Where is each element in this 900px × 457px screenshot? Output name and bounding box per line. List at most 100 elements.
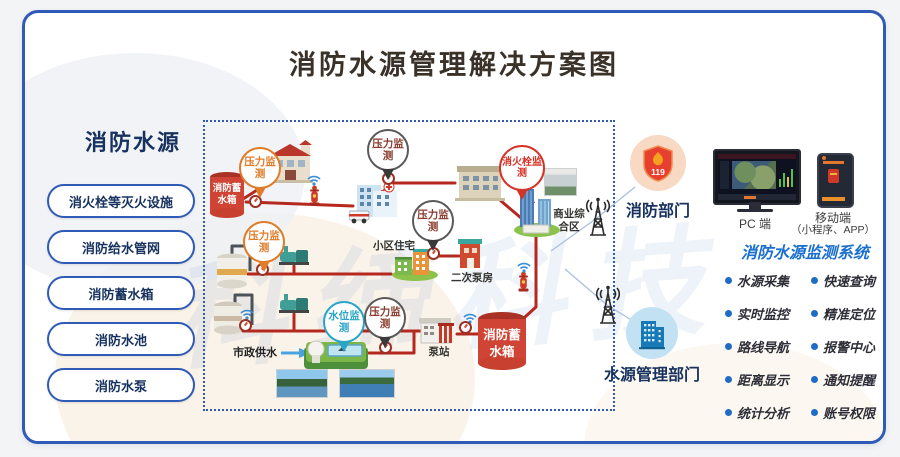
pc-monitor-base	[737, 209, 773, 212]
hospital-building	[348, 179, 401, 230]
water-dept-label: 水源管理部门	[603, 367, 700, 384]
pump-station-building	[419, 313, 457, 350]
pc-label: PC 端	[738, 217, 771, 231]
page-title: 消防水源管理解决方案图	[289, 50, 619, 80]
feature-item: 统计分析	[725, 403, 811, 422]
bullet-icon	[811, 376, 818, 383]
feature-item: 距离显示	[725, 370, 811, 389]
tank-cylinder-icon	[478, 312, 526, 370]
pressure-monitor-bubble: 压力监测	[239, 147, 281, 198]
pump-station-label: 泵站	[428, 346, 450, 358]
pressure-monitor-bubble: 压力监测	[243, 221, 285, 272]
app-logo-icon	[822, 156, 826, 160]
tank-small-label: 消防蓄水箱	[212, 183, 242, 206]
fire-water-tank-small: 消防蓄水箱	[209, 171, 245, 219]
feature-list: 水源采集 快速查询 实时监控 精准定位 路线导航 报警中心 距离显示 通知提醒 …	[725, 271, 883, 422]
sidebar-item-hydrant-facilities: 消火栓等灭火设施	[47, 184, 195, 218]
hospital-icon	[348, 181, 397, 224]
residential-icon	[392, 249, 438, 281]
fire-dept-label: 消防部门	[625, 203, 690, 220]
mobile-sublabel: （小程序、APP）	[790, 224, 875, 236]
municipal-supply-label: 市政供水	[233, 347, 277, 359]
sidebar-item-fire-pool: 消防水池	[47, 322, 195, 356]
sidebar-item-water-pipe-network: 消防给水管网	[47, 230, 195, 264]
map-view	[732, 161, 776, 189]
bubble-pointer	[427, 240, 439, 251]
pc-monitor	[713, 149, 801, 205]
office-building	[453, 161, 507, 208]
bubble-pointer	[382, 169, 394, 180]
bullet-icon	[725, 376, 732, 383]
water-dept-badge	[626, 307, 678, 359]
app-button-bar	[822, 197, 845, 201]
poster-card: 科缔科技 消防水源管理解决方案图 消防水源 消火栓等灭火设施 消防给水管网 消防…	[22, 10, 886, 444]
fire-pump	[278, 294, 310, 319]
bullet-icon	[725, 277, 732, 284]
feature-item: 路线导航	[725, 337, 811, 356]
pressure-gauge-icon	[459, 321, 472, 334]
secondary-pump-room-building	[455, 238, 485, 275]
fire-water-tank-large: 消防蓄水箱	[477, 311, 527, 371]
feature-item: 通知提醒	[811, 370, 883, 389]
diagram-frame	[203, 120, 615, 411]
bullet-icon	[811, 343, 818, 350]
bullet-icon	[725, 343, 732, 350]
wifi-signal-icon	[306, 173, 322, 191]
shield-119-icon: 119	[643, 145, 673, 182]
bubble-pointer	[516, 189, 528, 200]
pump-icon	[279, 246, 309, 265]
reservoir-photo	[339, 369, 395, 398]
feature-item: 水源采集	[725, 271, 811, 290]
fire-dept-badge: 119	[630, 135, 686, 191]
pump-station-icon	[419, 318, 454, 344]
office-building-icon	[455, 166, 505, 201]
app-title-bar	[823, 161, 844, 164]
pressure-gauge-icon	[239, 319, 252, 332]
bullet-icon	[725, 310, 732, 317]
screen-footer	[718, 194, 796, 200]
svg-text:119: 119	[651, 167, 665, 177]
bubble-pointer	[254, 187, 266, 198]
hydrant-monitor-bubble: 消火栓监测	[499, 145, 545, 200]
pressure-monitor-bubble: 压力监测	[367, 129, 409, 180]
residential-buildings	[391, 247, 439, 286]
tank-large-label: 消防蓄水箱	[483, 328, 521, 359]
water-level-monitor-bubble: 水位监测	[323, 301, 365, 352]
pressure-monitor-bubble: 压力监测	[412, 200, 454, 251]
bullet-icon	[725, 409, 732, 416]
wifi-signal-icon	[516, 260, 532, 278]
bullet-icon	[811, 310, 818, 317]
screen-sidebar	[720, 161, 729, 189]
app-hydrant-icon	[828, 169, 839, 183]
sidebar-item-water-tank: 消防蓄水箱	[47, 276, 195, 310]
tank-cylinder-icon	[210, 172, 244, 218]
secondary-pump-room-icon	[458, 239, 482, 268]
pump-icon	[279, 294, 309, 313]
secondary-pump-room-label: 二次泵房	[451, 272, 493, 284]
sidebar-item-fire-pump: 消防水泵	[47, 368, 195, 402]
feature-item: 快速查询	[811, 271, 883, 290]
feature-item: 报警中心	[811, 337, 883, 356]
bubble-pointer	[379, 337, 391, 348]
mobile-phone	[817, 153, 854, 208]
mobile-label: 移动端	[814, 211, 851, 225]
bubble-pointer	[338, 341, 350, 352]
screen-header	[718, 154, 796, 159]
pressure-monitor-bubble: 压力监测	[364, 297, 406, 348]
sidebar-heading: 消防水源	[84, 130, 181, 155]
system-title: 消防水源监测系统	[740, 245, 869, 262]
lake-photo	[276, 369, 328, 398]
fire-pump	[278, 246, 310, 271]
building-icon	[639, 321, 665, 350]
feature-item: 实时监控	[725, 304, 811, 323]
radio-tower-icon	[591, 285, 625, 332]
pc-dashboard-screen	[718, 154, 796, 200]
bubble-pointer	[258, 261, 270, 272]
commercial-label: 商业综合区	[553, 208, 585, 234]
bullet-icon	[811, 409, 818, 416]
pc-monitor-stand	[749, 202, 761, 209]
bullet-icon	[811, 277, 818, 284]
chart-bars	[779, 163, 793, 187]
feature-item: 精准定位	[811, 304, 883, 323]
